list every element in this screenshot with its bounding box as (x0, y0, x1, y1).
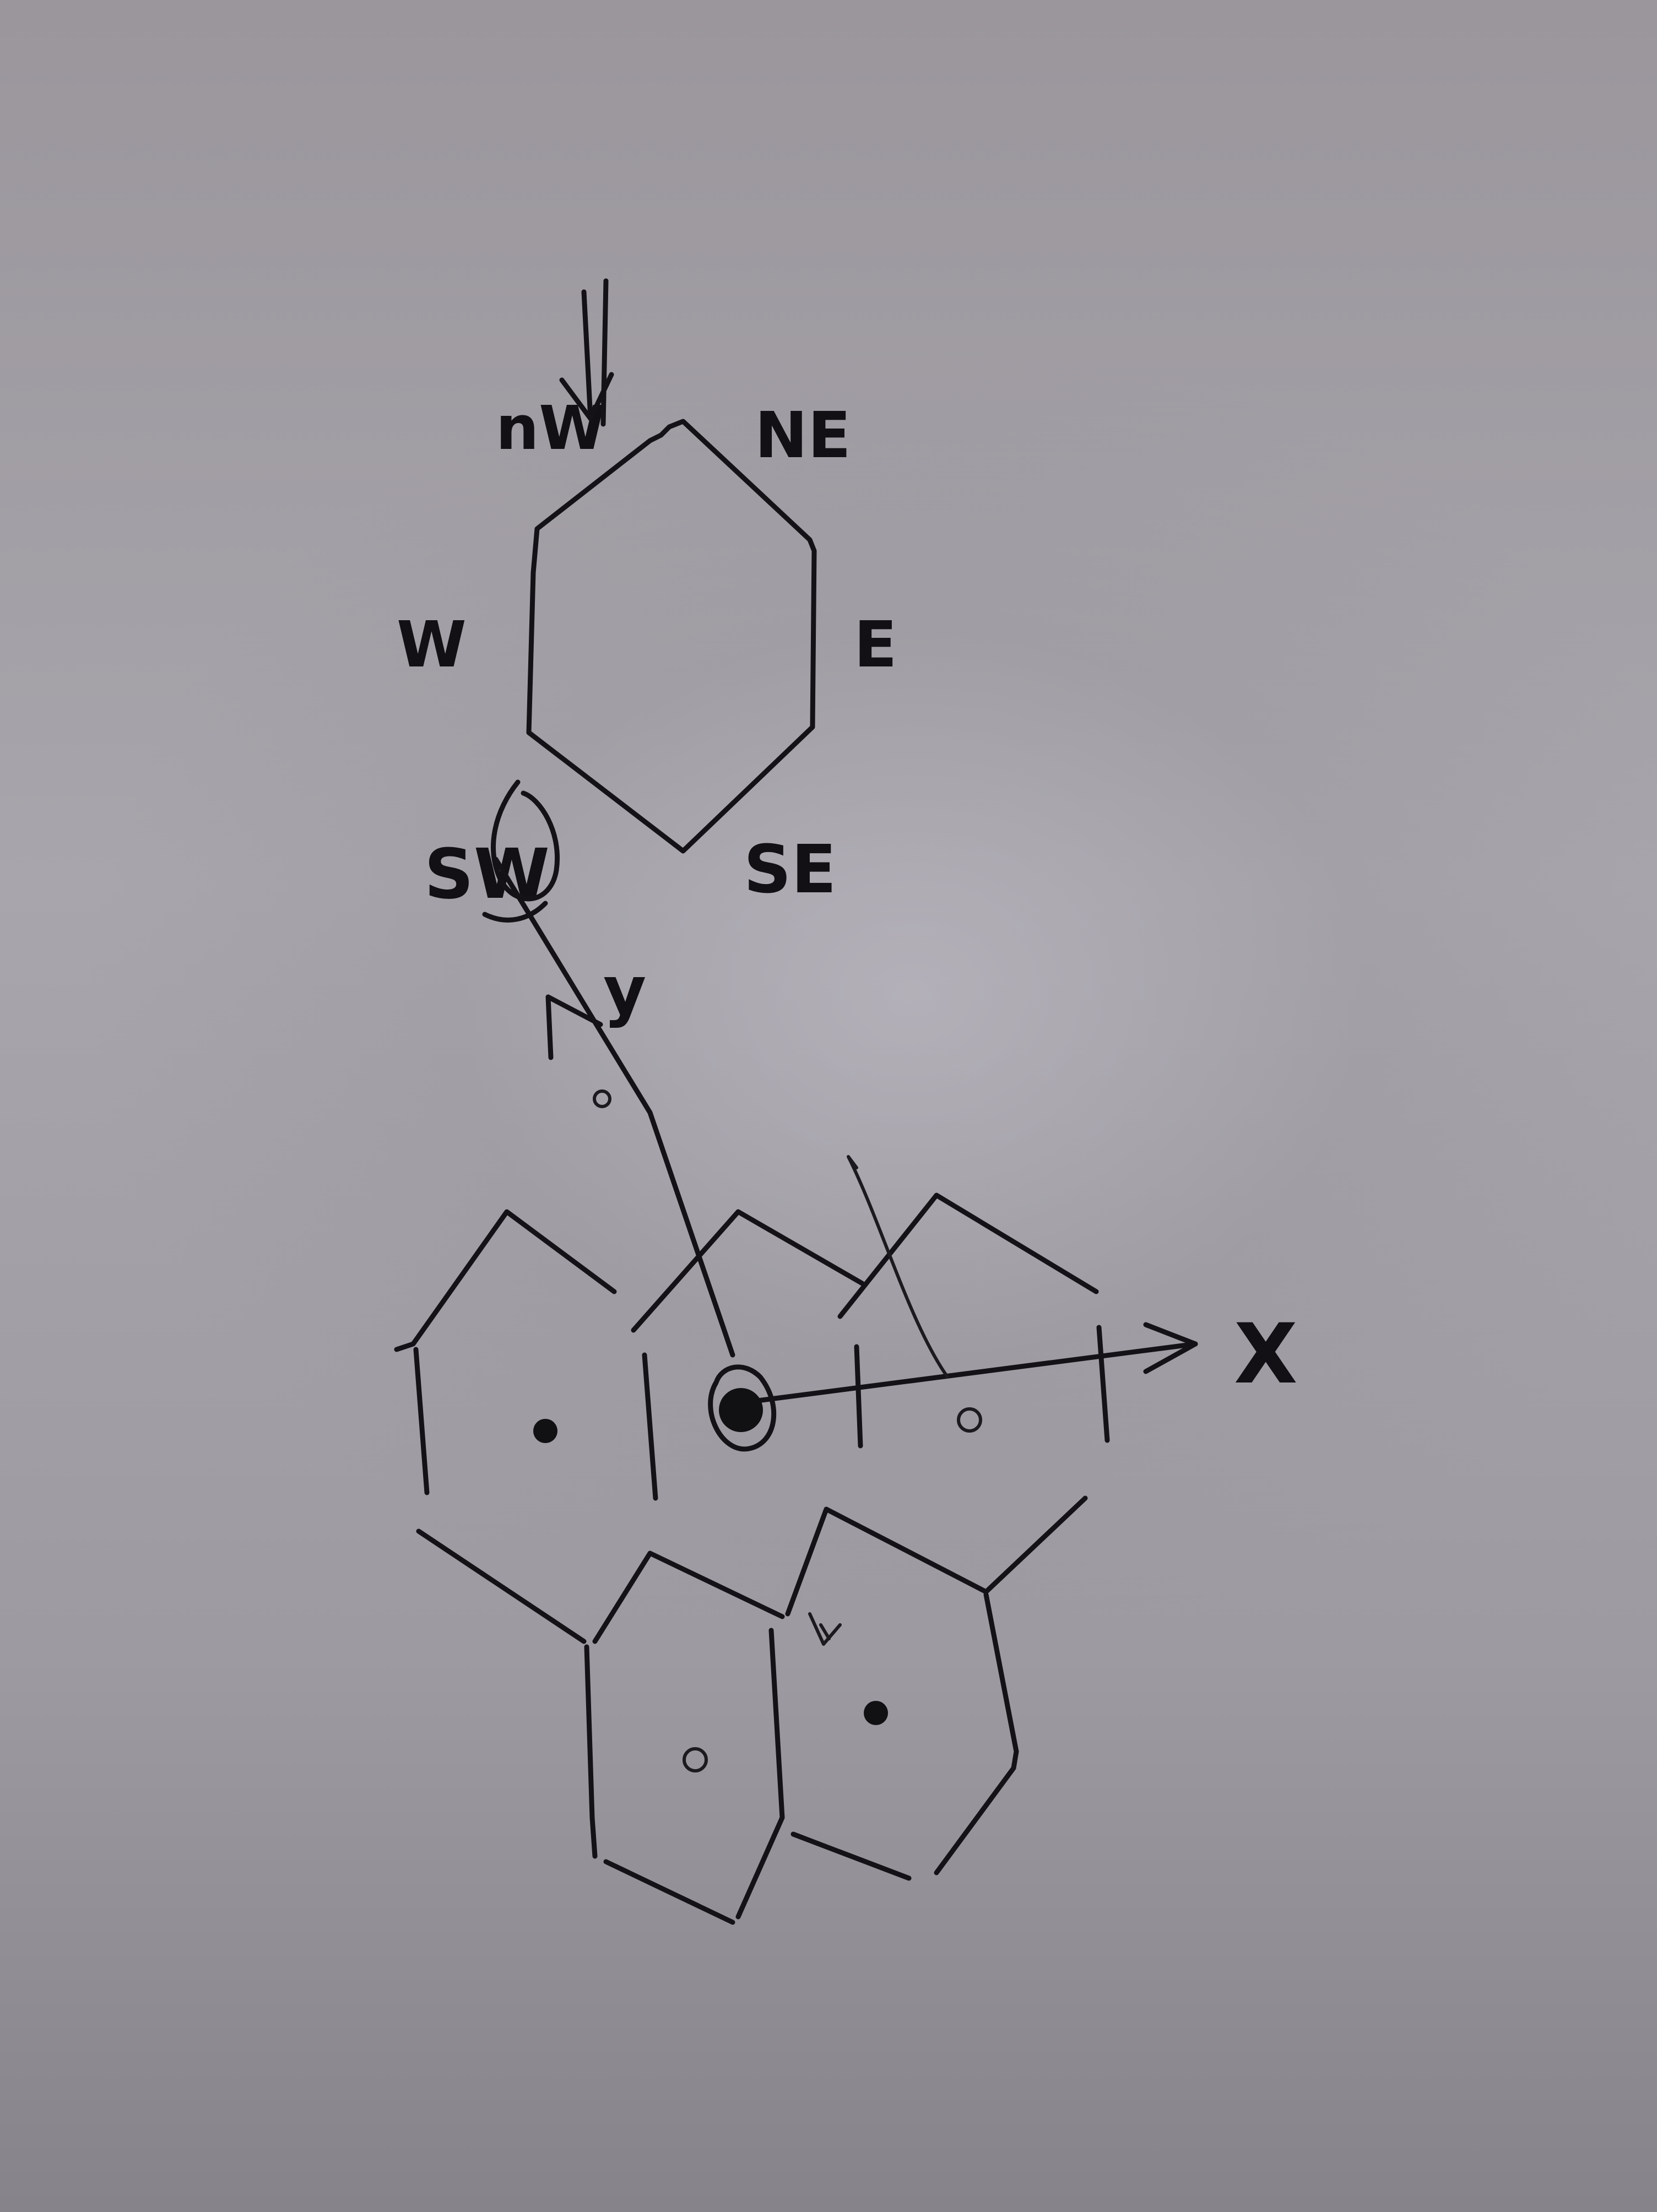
cell-center-bottom-right (864, 1701, 888, 1725)
x-axis-tick-1 (854, 1344, 863, 1449)
cell-centers (533, 1364, 982, 1772)
hex-curve-path (847, 1155, 949, 1379)
hex-row2-top-boundary (416, 1495, 1088, 1644)
hex-row2-left-cell (584, 1644, 735, 1925)
label-y-axis: y (603, 953, 646, 1029)
nw-down-arrow (559, 278, 614, 427)
label-sw: SW (424, 834, 550, 914)
y-axis-line (493, 856, 735, 1358)
label-x-axis: X (1234, 1306, 1298, 1402)
hex-row2-v-marker (808, 1612, 842, 1646)
label-ne: NE (755, 399, 851, 473)
cell-center-left (533, 1419, 557, 1443)
hex-cell-left (394, 1209, 617, 1495)
hex-divider-left (642, 1352, 658, 1501)
y-axis-unit-mark (593, 1089, 611, 1108)
hex-row2-divider (735, 1628, 785, 1920)
origin-scribble (708, 1364, 777, 1452)
y-axis: y (493, 856, 735, 1358)
x-axis-arrowhead (1143, 1322, 1198, 1374)
sw-scribble (482, 779, 560, 923)
cell-center-bottom-left (683, 1747, 708, 1772)
hex-cell-origin (631, 1209, 865, 1333)
y-axis-arrowhead (545, 994, 603, 1060)
hex-grid (394, 1155, 1099, 1925)
cell-center-origin (719, 1388, 763, 1432)
hex-cell-right (837, 1192, 1099, 1319)
hex-row2-right-cell (790, 1592, 1019, 1881)
direction-labels: nW NE W E SW SE (397, 278, 897, 923)
x-axis: X (746, 1306, 1298, 1449)
label-e: E (854, 608, 897, 682)
x-axis-tick-2 (1096, 1325, 1110, 1443)
reference-hexagon-outline (526, 419, 817, 854)
x-axis-line (746, 1341, 1198, 1405)
label-se: SE (744, 832, 836, 908)
label-w: W (397, 608, 467, 682)
cell-center-right (957, 1407, 982, 1433)
reference-hexagon (526, 419, 817, 854)
